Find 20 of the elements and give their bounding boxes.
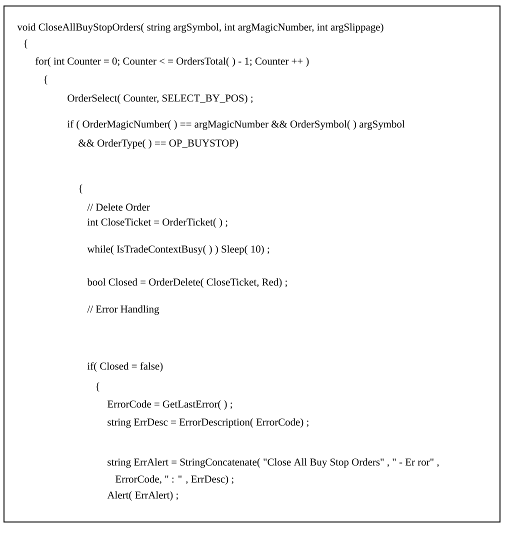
code-line: string ErrAlert = StringConcatenate( "Close All Buy Stop Orders" , " - Er ror" ,	[108, 458, 439, 468]
code-line: if ( OrderMagicNumber( ) == argMagicNumber && OrderSymbol( ) argSymbol	[67, 120, 405, 130]
code-line: string ErrDesc = ErrorDescription( ErrorCode) ;	[108, 418, 308, 428]
code-line: // Error Handling	[87, 305, 160, 315]
code-line: OrderSelect( Counter, SELECT_BY_POS) ;	[68, 94, 252, 104]
code-line: && OrderType( ) == OP_BUYSTOP)	[78, 139, 238, 149]
code-line: {	[96, 382, 100, 392]
code-line: for( int Counter = 0; Counter < = OrdersTotal( ) - 1; Counter ++ )	[36, 57, 309, 67]
code-line: if( Closed = false)	[87, 362, 163, 372]
code-line: // Delete Order	[87, 203, 150, 211]
code-line: bool Closed = OrderDelete( CloseTicket, Red) ;	[87, 278, 287, 288]
code-line: int CloseTicket = OrderTicket( ) ;	[87, 218, 228, 228]
code-line: {	[44, 76, 48, 84]
code-line: ErrorCode = GetLastError( ) ;	[108, 400, 232, 410]
code-line: {	[24, 40, 28, 48]
code-line: while( IsTradeContextBusy( ) ) Sleep( 10) ;	[87, 245, 270, 255]
code-line: void CloseAllBuyStopOrders( string argSymbol, int argMagicNumber, int argSlippage)	[17, 23, 384, 33]
code-line: {	[79, 184, 82, 194]
code-line: Alert( ErrAlert) ;	[107, 491, 178, 501]
code-line: ErrorCode, " : " , ErrDesc) ;	[116, 475, 234, 485]
